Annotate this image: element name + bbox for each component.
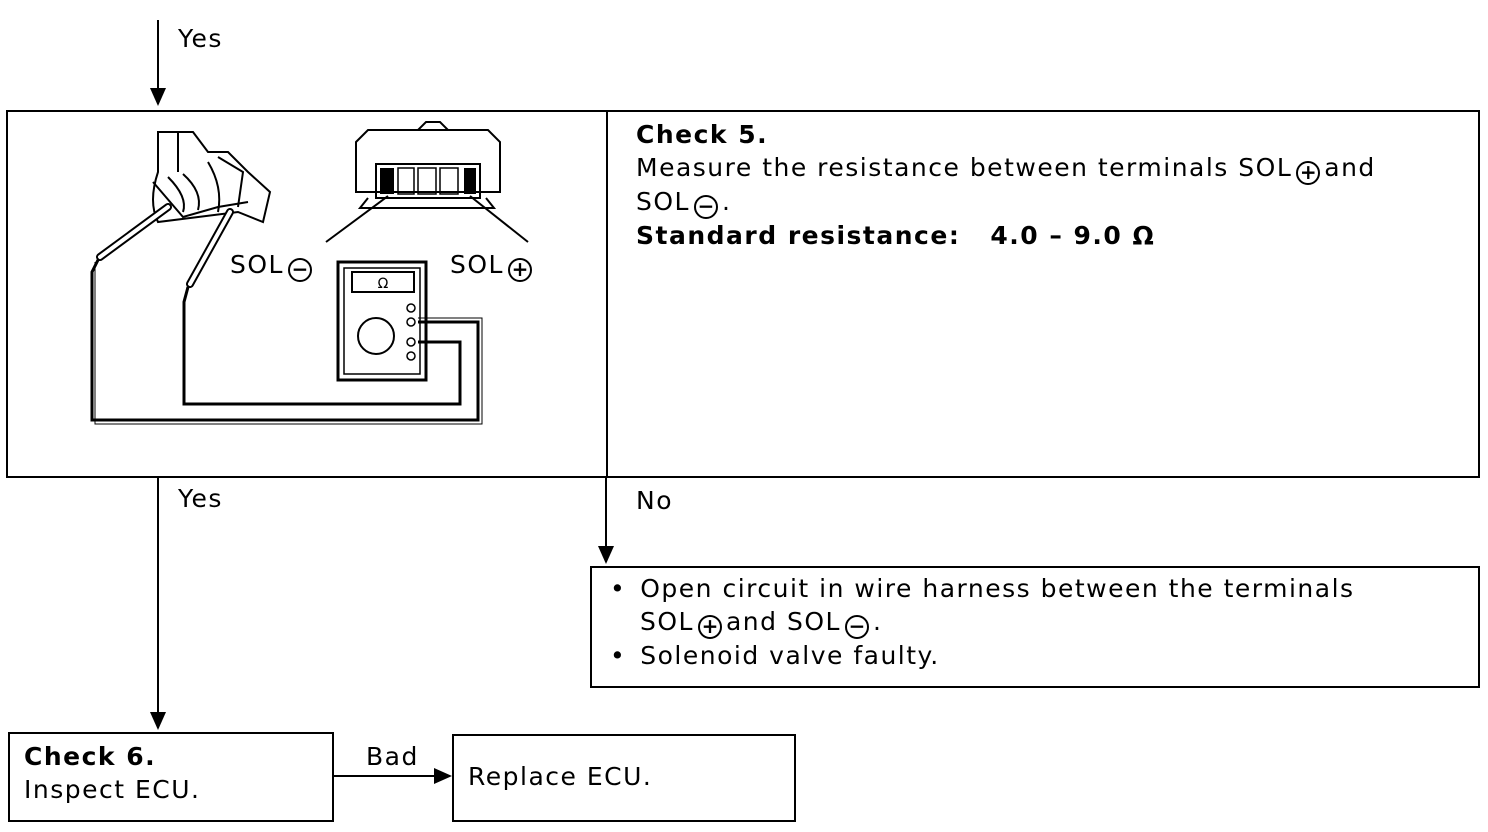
check5-text: Check 5. Measure the resistance between …	[636, 118, 1376, 252]
check5-line2: SOL−.	[636, 185, 1376, 219]
sol-plus-label: SOL+	[450, 248, 536, 282]
yes-label-mid: Yes	[178, 484, 223, 513]
multimeter-illustration: Ω	[90, 121, 529, 425]
meter-ohm-symbol: Ω	[378, 276, 389, 292]
replace-ecu-box: Replace ECU.	[452, 734, 796, 822]
check5-title: Check 5.	[636, 120, 769, 149]
check6-body: Inspect ECU.	[24, 775, 201, 804]
check6-title: Check 6.	[24, 742, 157, 771]
check5-spec: Standard resistance: 4.0 – 9.0 Ω	[636, 219, 1376, 252]
no-label: No	[636, 486, 673, 515]
bullet1-sol-b: and SOL	[725, 607, 841, 636]
yes-label-top: Yes	[178, 24, 223, 53]
check5-line1: Measure the resistance between terminals…	[636, 151, 1376, 185]
bullet1-line1: Open circuit in wire harness between the…	[640, 574, 1355, 603]
check5-line1-text: Measure the resistance between terminals…	[636, 153, 1293, 182]
minus-symbol-icon: −	[693, 195, 718, 219]
spec-label: Standard resistance:	[636, 221, 961, 250]
bullet1-period: .	[872, 607, 883, 636]
minus-symbol-icon: −	[287, 258, 312, 282]
check5-line2-text: SOL	[636, 187, 690, 216]
no-result-box: • Open circuit in wire harness between th…	[590, 566, 1480, 688]
minus-symbol-icon: −	[844, 615, 869, 639]
plus-symbol-icon: +	[697, 615, 722, 639]
bullet1-sol-a: SOL	[640, 607, 694, 636]
bullet-glyph: •	[610, 574, 627, 603]
sol-minus-text: SOL	[230, 250, 284, 279]
bullet-open-circuit: • Open circuit in wire harness between th…	[610, 572, 1355, 605]
bullet-solenoid-faulty: • Solenoid valve faulty.	[610, 639, 1355, 672]
check5-divider	[606, 112, 608, 476]
bullet1-line2: SOL+and SOL−.	[610, 605, 1355, 639]
check6-box: Check 6. Inspect ECU.	[8, 732, 334, 822]
bullet2-text: Solenoid valve faulty.	[640, 641, 940, 670]
plus-symbol-icon: +	[507, 258, 532, 282]
plus-symbol-icon: +	[1296, 161, 1321, 185]
no-result-list: • Open circuit in wire harness between th…	[610, 572, 1355, 672]
check5-line1-tail: and	[1324, 153, 1376, 182]
replace-ecu-text: Replace ECU.	[468, 762, 653, 791]
bullet-glyph: •	[610, 641, 627, 670]
check6-text: Check 6. Inspect ECU.	[24, 740, 200, 806]
check5-line2-tail: .	[721, 187, 732, 216]
sol-plus-text: SOL	[450, 250, 504, 279]
check5-box: Ω SOL− SOL+ Check 5. Measure the resista…	[6, 110, 1480, 478]
bad-label: Bad	[366, 742, 419, 771]
spec-value: 4.0 – 9.0 Ω	[990, 221, 1156, 250]
sol-minus-label: SOL−	[230, 248, 316, 282]
